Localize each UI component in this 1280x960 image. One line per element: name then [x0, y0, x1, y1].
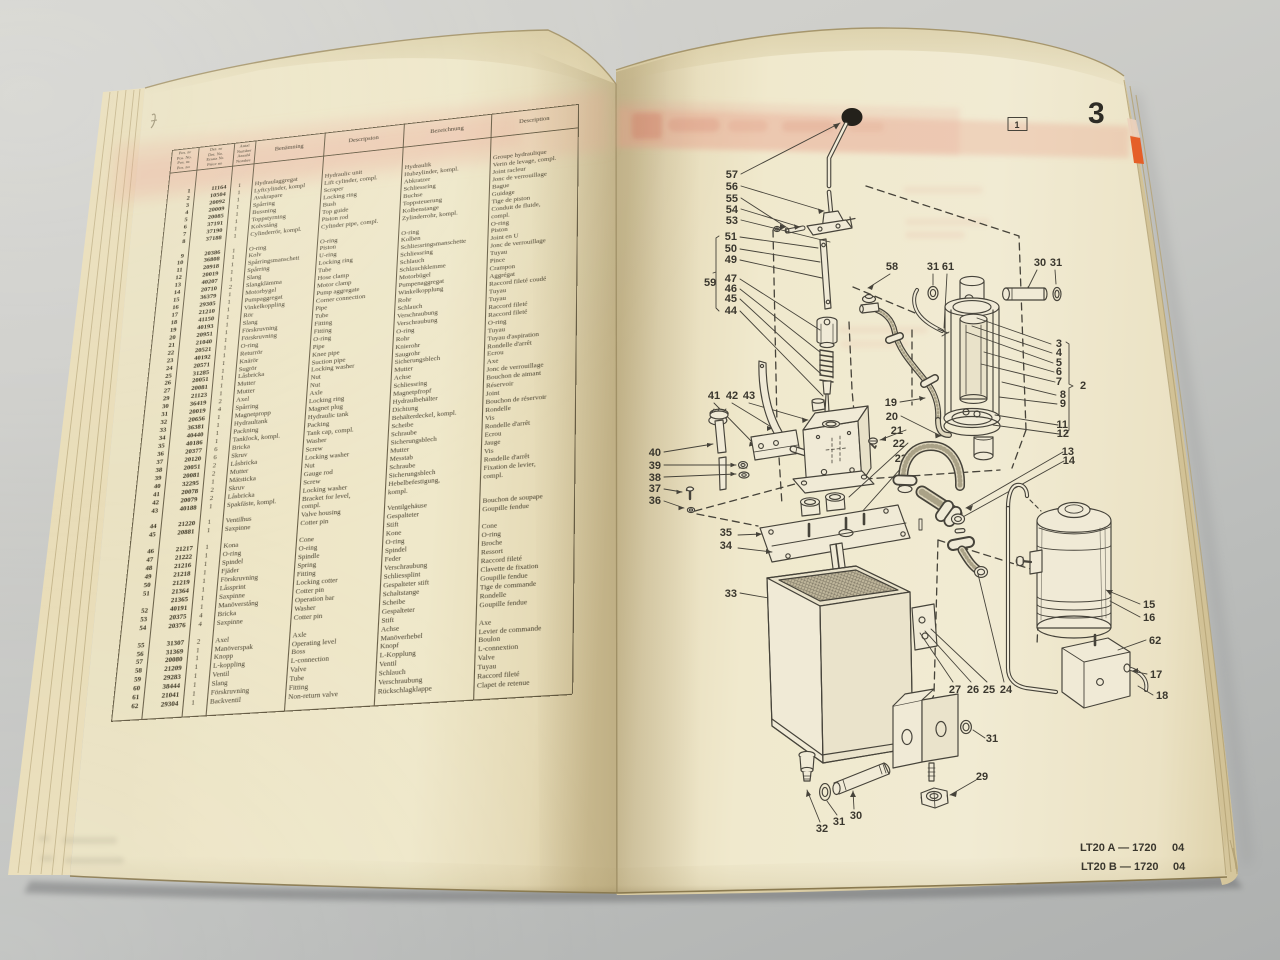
svg-text:56: 56 — [726, 181, 738, 193]
svg-text:29: 29 — [976, 771, 988, 783]
svg-text:3: 3 — [1088, 97, 1105, 130]
svg-text:53: 53 — [726, 215, 738, 227]
svg-text:15: 15 — [1143, 599, 1155, 611]
svg-text:4: 4 — [1056, 347, 1063, 359]
svg-text:25: 25 — [983, 684, 995, 696]
svg-text:47: 47 — [725, 273, 737, 285]
svg-text:58: 58 — [886, 261, 898, 273]
svg-text:LT20 B — 1720: LT20 B — 1720 — [1081, 861, 1158, 873]
svg-text:36: 36 — [649, 495, 661, 507]
svg-text:04: 04 — [1172, 842, 1185, 854]
svg-text:46: 46 — [725, 283, 737, 295]
svg-text:49: 49 — [725, 254, 737, 266]
svg-text:54: 54 — [726, 204, 739, 216]
svg-text:11: 11 — [1056, 419, 1068, 431]
svg-text:31: 31 — [1050, 257, 1062, 269]
svg-text:8: 8 — [1060, 389, 1066, 401]
svg-text:59: 59 — [704, 277, 716, 289]
svg-text:26: 26 — [967, 684, 979, 696]
svg-text:14: 14 — [1063, 455, 1076, 467]
svg-text:18: 18 — [1156, 690, 1168, 702]
svg-text:16: 16 — [1143, 612, 1155, 624]
svg-text:41: 41 — [708, 390, 720, 402]
svg-text:55: 55 — [726, 193, 738, 205]
svg-text:12: 12 — [1057, 428, 1069, 440]
svg-text:13: 13 — [1062, 446, 1074, 458]
svg-text:19: 19 — [885, 397, 897, 409]
svg-text:38: 38 — [649, 472, 661, 484]
svg-text:22: 22 — [893, 438, 905, 450]
svg-text:04: 04 — [1173, 861, 1186, 873]
svg-text:42: 42 — [726, 390, 738, 402]
svg-text:3: 3 — [1056, 338, 1062, 350]
svg-text:32: 32 — [816, 823, 828, 835]
svg-text:20: 20 — [886, 411, 898, 423]
svg-text:39: 39 — [649, 460, 661, 472]
svg-text:45: 45 — [725, 293, 737, 305]
svg-text:61: 61 — [942, 261, 954, 273]
svg-text:31: 31 — [833, 816, 845, 828]
svg-text:9: 9 — [1060, 398, 1066, 410]
svg-text:6: 6 — [1056, 366, 1062, 378]
svg-text:35: 35 — [720, 527, 732, 539]
svg-text:5: 5 — [1056, 357, 1062, 369]
svg-text:23: 23 — [895, 453, 907, 465]
svg-text:50: 50 — [725, 243, 737, 255]
svg-text:2: 2 — [1080, 380, 1086, 392]
svg-text:31: 31 — [927, 261, 939, 273]
svg-text:17: 17 — [1150, 669, 1162, 681]
svg-text:1: 1 — [1014, 120, 1019, 130]
svg-text:40: 40 — [649, 447, 661, 459]
svg-text:30: 30 — [850, 810, 862, 822]
svg-text:21: 21 — [891, 425, 903, 437]
svg-text:43: 43 — [743, 390, 755, 402]
svg-text:30: 30 — [1034, 257, 1046, 269]
svg-text:37: 37 — [649, 483, 661, 495]
svg-text:34: 34 — [720, 540, 733, 552]
svg-text:LT20 A — 1720: LT20 A — 1720 — [1080, 842, 1157, 854]
svg-text:44: 44 — [725, 305, 738, 317]
svg-text:7: 7 — [1056, 376, 1062, 388]
svg-text:31: 31 — [986, 733, 998, 745]
svg-text:27: 27 — [949, 684, 961, 696]
svg-text:57: 57 — [726, 169, 738, 181]
svg-text:51: 51 — [725, 231, 737, 243]
svg-text:24: 24 — [1000, 684, 1013, 696]
svg-text:33: 33 — [725, 588, 737, 600]
svg-text:62: 62 — [1149, 635, 1161, 647]
